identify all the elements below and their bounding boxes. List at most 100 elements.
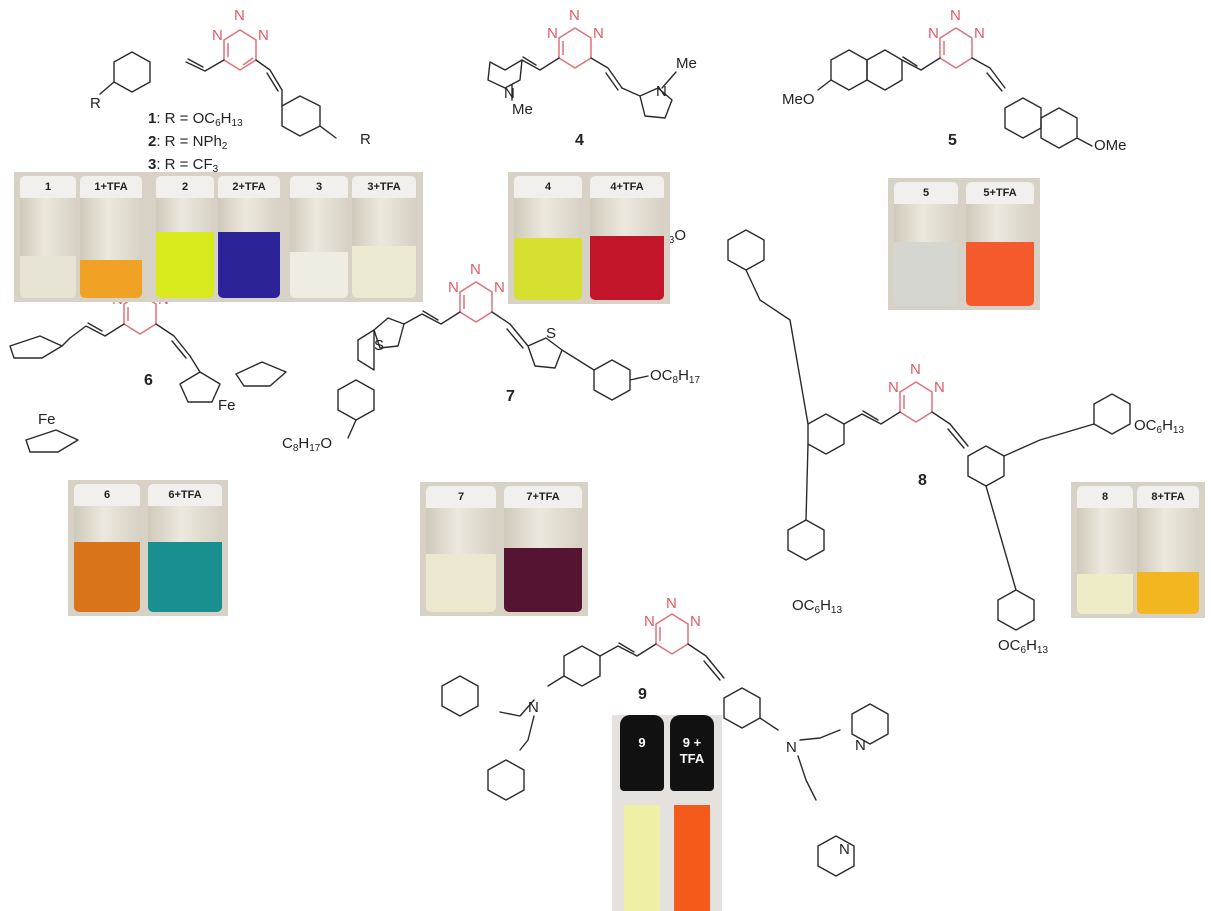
liquid: [20, 256, 76, 298]
cuvette-liquid: [624, 805, 660, 911]
r-group-2: 2: R = NPh2: [148, 133, 228, 152]
liquid: [352, 246, 416, 298]
atom-n-4a: N: [569, 7, 580, 24]
liquid: [894, 242, 958, 306]
liquid: [590, 236, 664, 300]
vial-2: 2: [156, 176, 214, 298]
compound-number-9: 9: [638, 686, 647, 703]
vial-6-tfa: 6+TFA: [148, 484, 222, 612]
atom-n-5b: N: [928, 25, 939, 42]
vial-panel-8: 8 8+TFA: [1071, 482, 1205, 618]
liquid: [156, 232, 214, 298]
atom-n-5c: N: [974, 25, 985, 42]
atom-c8h17o-7: C8H17O: [282, 435, 333, 454]
atom-oc8h17-7: OC8H17: [650, 367, 701, 386]
atom-r-right: R: [360, 131, 371, 148]
liquid: [218, 232, 280, 298]
atom-n-7c: N: [494, 279, 505, 296]
atom-n-9g: N: [839, 841, 850, 858]
cuvette-9-tfa: 9 +TFA: [670, 715, 714, 911]
atom-n-4c: N: [593, 25, 604, 42]
atom-fe-6b: Fe: [218, 397, 236, 414]
vial-4-tfa: 4+TFA: [590, 176, 664, 300]
atom-oc6h13-8a: OC6H13: [1134, 417, 1185, 436]
cuvette-panel-9: 9 9 +TFA: [612, 715, 722, 911]
structure-4: [487, 27, 677, 119]
liquid: [148, 542, 222, 612]
structure-1-3: [99, 29, 337, 139]
vial-5: 5: [894, 182, 958, 306]
vial-panel-1-3: 1 1+TFA 2 2+TFA 3 3+TFA: [14, 172, 423, 302]
atom-n-9e: N: [786, 739, 797, 756]
liquid: [1077, 574, 1133, 614]
atom-n-1a: N: [234, 7, 245, 24]
atom-meo-5: MeO: [782, 91, 815, 108]
liquid: [80, 260, 142, 298]
atom-s-7a: S: [374, 337, 385, 354]
atom-n-4b: N: [547, 25, 558, 42]
atom-s-7b: S: [546, 325, 557, 342]
compound-number-7: 7: [506, 388, 515, 405]
liquid: [504, 548, 582, 612]
vial-1-tfa: 1+TFA: [80, 176, 142, 298]
vial-3-tfa: 3+TFA: [352, 176, 416, 298]
vial-panel-7: 7 7+TFA: [420, 482, 588, 616]
vial-8: 8: [1077, 486, 1133, 614]
r-group-list: 1: R = OC6H13 2: R = NPh2 3: R = CF3: [148, 110, 243, 179]
atom-n-1c: N: [258, 27, 269, 44]
atom-me-4a: Me: [512, 101, 533, 118]
cuvette-liquid: [674, 805, 710, 911]
vial-5-tfa: 5+TFA: [966, 182, 1034, 306]
atom-n-7a: N: [470, 261, 481, 278]
vial-8-tfa: 8+TFA: [1137, 486, 1199, 614]
atom-r-left: R: [90, 95, 101, 112]
r-group-1: 1: R = OC6H13: [148, 110, 243, 129]
atom-n-4e: N: [656, 83, 667, 100]
cuvette-9: 9: [620, 715, 664, 911]
liquid: [426, 554, 496, 612]
vial-7-tfa: 7+TFA: [504, 486, 582, 612]
r-group-3: 3: R = CF3: [148, 156, 219, 175]
structure-9: [441, 613, 889, 877]
cuvette-cap: 9: [620, 715, 664, 791]
atom-n-4d: N: [504, 85, 515, 102]
atom-me-4b: Me: [676, 55, 697, 72]
liquid: [290, 252, 348, 298]
structure-5: [817, 27, 1093, 149]
atom-n-9c: N: [690, 613, 701, 630]
vial-6: 6: [74, 484, 140, 612]
atom-n-8b: N: [888, 379, 899, 396]
structure-8: [727, 229, 1131, 631]
compound-number-5: 5: [948, 132, 957, 149]
atom-oc6h13-8c: OC6H13: [998, 637, 1049, 656]
atom-fe-6a: Fe: [38, 411, 56, 428]
atom-n-8c: N: [934, 379, 945, 396]
atom-n-5a: N: [950, 7, 961, 24]
atom-n-8a: N: [910, 361, 921, 378]
atom-n-1b: N: [212, 27, 223, 44]
atom-ome-5: OMe: [1094, 137, 1127, 154]
vial-1: 1: [20, 176, 76, 298]
atom-n-9a: N: [666, 595, 677, 612]
structure-6: [9, 293, 287, 453]
compound-number-4: 4: [575, 132, 584, 149]
vial-2-tfa: 2+TFA: [218, 176, 280, 298]
atom-n-7b: N: [448, 279, 459, 296]
atom-n-9d: N: [528, 699, 539, 716]
structure-7: [337, 281, 649, 439]
liquid: [514, 238, 582, 300]
atom-n-9b: N: [644, 613, 655, 630]
vial-7: 7: [426, 486, 496, 612]
atom-oc6h13-8b: OC6H13: [792, 597, 843, 616]
cuvette-cap: 9 +TFA: [670, 715, 714, 791]
vial-3: 3: [290, 176, 348, 298]
vial-panel-5: 5 5+TFA: [888, 178, 1040, 310]
liquid: [966, 242, 1034, 306]
compound-number-6: 6: [144, 372, 153, 389]
liquid: [1137, 572, 1199, 614]
compound-number-8: 8: [918, 472, 927, 489]
vial-panel-6: 6 6+TFA: [68, 480, 228, 616]
atom-n-9f: N: [855, 737, 866, 754]
